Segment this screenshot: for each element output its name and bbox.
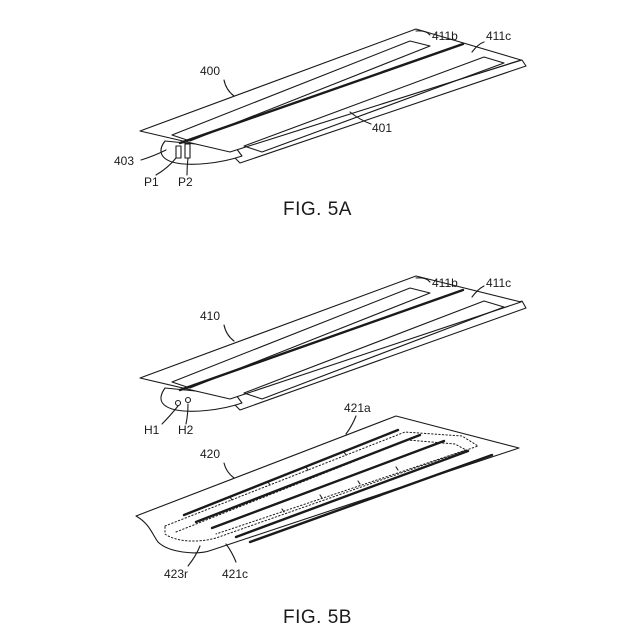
label-411c: 411c — [486, 29, 511, 43]
label-401: 401 — [372, 121, 392, 135]
label-421c: 421c — [222, 567, 248, 581]
label-423r: 423r — [164, 567, 188, 581]
label-410: 410 — [200, 309, 220, 323]
label-411b: 411b — [432, 29, 458, 43]
label-421a: 421a — [344, 401, 371, 415]
label-411c-b: 411c — [486, 276, 511, 290]
caption-fig-5b: FIG. 5B — [283, 607, 352, 628]
label-400: 400 — [200, 64, 220, 78]
pin-p1 — [176, 146, 181, 158]
fig-5b: 411b 411c 410 H1 H2 421a 420 423r 421c F… — [136, 276, 526, 628]
label-420: 420 — [200, 447, 220, 461]
pin-p2 — [185, 144, 190, 158]
label-h2: H2 — [178, 423, 194, 437]
fig-5a: 411b 411c 400 401 403 P1 P2 FIG. 5A — [114, 29, 526, 220]
hole-h2 — [186, 398, 191, 403]
label-403: 403 — [114, 154, 134, 168]
label-p2: P2 — [178, 175, 193, 189]
hole-h1 — [176, 401, 181, 406]
label-p1: P1 — [144, 175, 159, 189]
label-h1: H1 — [144, 423, 160, 437]
caption-fig-5a: FIG. 5A — [283, 199, 352, 220]
label-411b-b: 411b — [432, 276, 458, 290]
